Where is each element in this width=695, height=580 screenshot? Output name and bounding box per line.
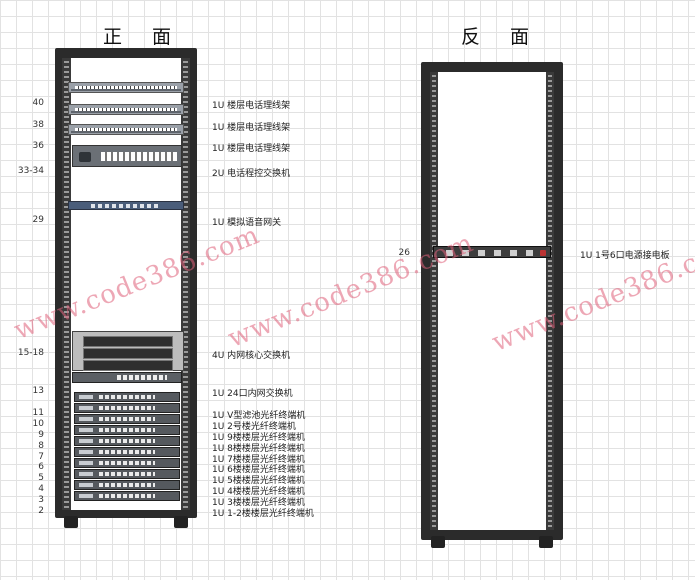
front-right-rail (181, 58, 190, 510)
front-device-u36 (68, 124, 184, 135)
back-device-label: 1U 1号6口电源接电板 (580, 251, 670, 261)
front-device-u5 (74, 458, 180, 468)
front-title: 正 面 (103, 26, 184, 48)
front-device-label: 1U 24口内网交换机 (212, 389, 293, 399)
front-device-label: 1U V型滤池光纤终端机 (212, 411, 306, 421)
front-device-label: 1U 6楼楼层光纤终端机 (212, 465, 305, 475)
front-device-label: 1U 4楼楼层光纤终端机 (212, 487, 305, 497)
front-device-label: 1U 7楼楼层光纤终端机 (212, 455, 305, 465)
back-right-caster (539, 536, 553, 548)
front-u-number: 10 (32, 419, 44, 429)
front-device-label: 1U 5楼楼层光纤终端机 (212, 476, 305, 486)
front-device-label: 1U 3楼楼层光纤终端机 (212, 498, 305, 508)
back-rack-opening (430, 72, 554, 530)
front-device-u8 (74, 425, 180, 435)
front-device-label: 1U 楼层电话理线架 (212, 101, 291, 111)
front-u-number: 33-34 (17, 166, 44, 176)
back-u-number: 26 (398, 248, 410, 258)
front-device-label: 1U 模拟语音网关 (212, 218, 282, 228)
back-device-u26 (433, 246, 551, 258)
front-left-rail (62, 58, 71, 510)
front-device-u7 (74, 436, 180, 446)
front-device-u40 (68, 82, 184, 93)
front-device-u13 (72, 372, 182, 383)
front-u-number: 13 (32, 386, 44, 396)
front-device-u10 (74, 403, 180, 413)
front-device-label: 2U 电话程控交换机 (212, 169, 291, 179)
front-u-number: 40 (32, 98, 44, 108)
front-device-u6 (74, 447, 180, 457)
front-device-label: 4U 内网核心交换机 (212, 351, 291, 361)
front-device-u38 (68, 104, 184, 115)
front-u-number: 8 (38, 441, 44, 451)
front-u-number: 9 (38, 430, 44, 440)
front-device-label: 1U 1-2楼楼层光纤终端机 (212, 509, 314, 519)
back-right-rail (546, 72, 554, 530)
front-u-number: 38 (32, 120, 44, 130)
back-title: 反 面 (461, 26, 542, 48)
front-u-number: 29 (32, 215, 44, 225)
back-left-rail (430, 72, 438, 530)
front-device-label: 1U 楼层电话理线架 (212, 123, 291, 133)
front-left-caster (64, 516, 78, 528)
front-u-number: 36 (32, 141, 44, 151)
front-u-number: 5 (38, 473, 44, 483)
front-device-label: 1U 楼层电话理线架 (212, 144, 291, 154)
front-u-number: 7 (38, 452, 44, 462)
back-left-caster (431, 536, 445, 548)
front-device-u3 (74, 480, 180, 490)
front-device-u2 (74, 491, 180, 501)
front-device-label: 1U 9楼楼层光纤终端机 (212, 433, 305, 443)
front-device-label: 1U 8楼楼层光纤终端机 (212, 444, 305, 454)
front-u-number: 2 (38, 506, 44, 516)
front-u-number: 11 (32, 408, 44, 418)
front-device-u33-34 (72, 145, 182, 167)
front-right-caster (174, 516, 188, 528)
front-u-number: 4 (38, 484, 44, 494)
front-device-u4 (74, 469, 180, 479)
front-u-number: 3 (38, 495, 44, 505)
front-u-number: 6 (38, 462, 44, 472)
front-device-u15-18 (72, 331, 184, 371)
front-device-label: 1U 2号楼光纤终端机 (212, 422, 296, 432)
front-device-u29 (68, 201, 184, 210)
front-device-u11 (74, 392, 180, 402)
front-device-u9 (74, 414, 180, 424)
front-u-number: 15-18 (17, 348, 44, 358)
